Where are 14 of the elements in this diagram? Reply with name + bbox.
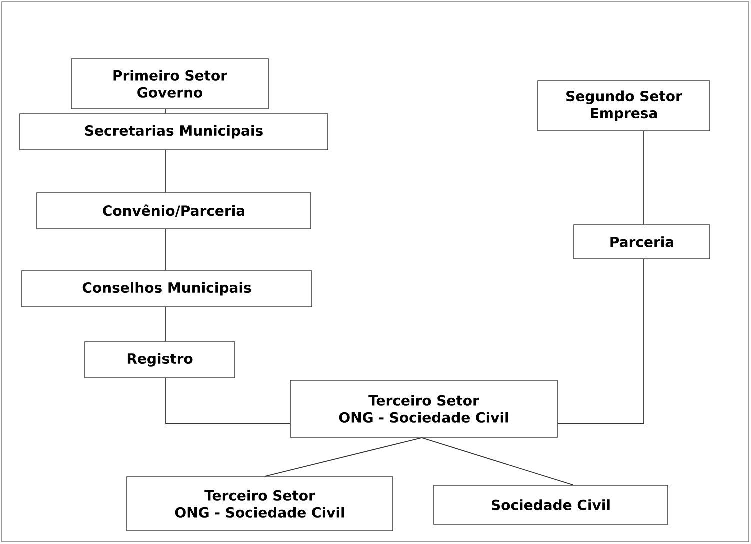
text-box: Sociedade Civil — [434, 485, 668, 525]
text-box: Convênio/Parceria — [36, 192, 312, 230]
text-box: Segundo Setor Empresa — [538, 80, 710, 132]
text-box: Secretarias Municipais — [20, 114, 328, 150]
text-box: Parceria — [574, 224, 710, 260]
connector-line — [422, 437, 574, 486]
text-box: Terceiro Setor ONG - Sociedade Civil — [290, 380, 558, 438]
connector-line — [166, 378, 291, 424]
text-box: Conselhos Municipais — [22, 270, 312, 308]
text-box: Registro — [84, 342, 236, 378]
connector-line — [557, 258, 644, 424]
connector-line — [264, 437, 422, 478]
text-box: Primeiro Setor Governo — [71, 58, 269, 110]
text-box: Terceiro Setor ONG - Sociedade Civil — [126, 476, 394, 532]
